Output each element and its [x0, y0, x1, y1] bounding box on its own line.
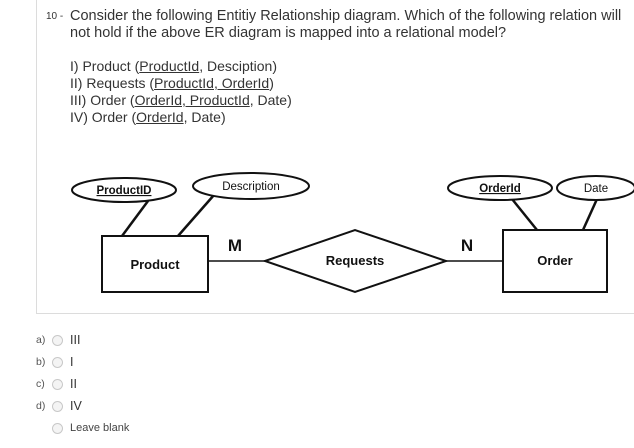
- radio-button[interactable]: [52, 378, 63, 390]
- er-diagram: ProductID Description OrderId Date Produ…: [71, 172, 634, 294]
- statement-1: I) Product (ProductId, Desciption): [70, 58, 292, 75]
- statement-key: OrderId, ProductId: [134, 92, 250, 108]
- question-number: 10 -: [46, 11, 64, 22]
- entity-order-label: Order: [537, 253, 572, 268]
- option-letter: d): [36, 400, 46, 412]
- option-label: III: [70, 333, 81, 347]
- cardinality-n: N: [461, 236, 473, 255]
- line-orderid-order: [511, 198, 538, 231]
- statement-list: I) Product (ProductId, Desciption) II) R…: [70, 58, 292, 126]
- attr-description-label: Description: [222, 181, 280, 193]
- statement-key: ProductId: [139, 58, 200, 74]
- statement-key: ProductId, OrderId: [154, 75, 270, 91]
- option-leave-blank[interactable]: Leave blank: [36, 420, 129, 436]
- radio-button[interactable]: [52, 422, 63, 434]
- statement-3: III) Order (OrderId, ProductId, Date): [70, 92, 292, 109]
- radio-button[interactable]: [52, 356, 63, 368]
- statement-key: OrderId: [136, 109, 184, 125]
- statement-prefix: I) Product (: [70, 58, 140, 74]
- attr-orderid: [447, 175, 553, 201]
- option-label: IV: [70, 399, 82, 413]
- option-a[interactable]: a) III: [36, 332, 80, 348]
- question-text: Consider the following Entitiy Relations…: [70, 8, 622, 41]
- option-letter: a): [36, 334, 46, 346]
- attr-orderid-label: OrderId: [479, 183, 521, 195]
- line-description-product: [177, 194, 215, 237]
- statement-rest: ): [269, 75, 274, 91]
- statement-rest: , Date): [183, 109, 226, 125]
- line-date-order: [581, 198, 599, 231]
- statement-rest: , Desciption): [199, 58, 277, 74]
- entity-product-label: Product: [130, 257, 180, 272]
- line-productid-product: [120, 200, 150, 237]
- statement-2: II) Requests (ProductId, OrderId): [70, 75, 292, 92]
- option-c[interactable]: c) II: [36, 376, 77, 392]
- attr-date-label: Date: [584, 183, 608, 195]
- option-label: Leave blank: [70, 422, 130, 434]
- statement-prefix: III) Order (: [70, 92, 135, 108]
- entity-product: [101, 235, 209, 293]
- option-d[interactable]: d) IV: [36, 398, 82, 414]
- statement-rest: , Date): [249, 92, 292, 108]
- statement-prefix: II) Requests (: [70, 75, 155, 91]
- option-label: II: [70, 377, 77, 391]
- entity-order: [502, 229, 608, 293]
- relationship-requests-label: Requests: [326, 253, 385, 268]
- attr-date: [556, 175, 634, 201]
- statement-4: IV) Order (OrderId, Date): [70, 109, 292, 126]
- radio-button[interactable]: [52, 334, 63, 346]
- option-letter: b): [36, 356, 46, 368]
- relationship-requests: [261, 228, 450, 294]
- option-b[interactable]: b) I: [36, 354, 73, 370]
- attr-description: [192, 172, 310, 200]
- option-label: I: [70, 355, 74, 369]
- statement-prefix: IV) Order (: [70, 109, 137, 125]
- attr-productid: [71, 177, 177, 203]
- radio-button[interactable]: [52, 400, 63, 412]
- cardinality-m: M: [228, 236, 242, 255]
- option-letter: c): [36, 378, 45, 390]
- attr-productid-label: ProductID: [97, 185, 152, 197]
